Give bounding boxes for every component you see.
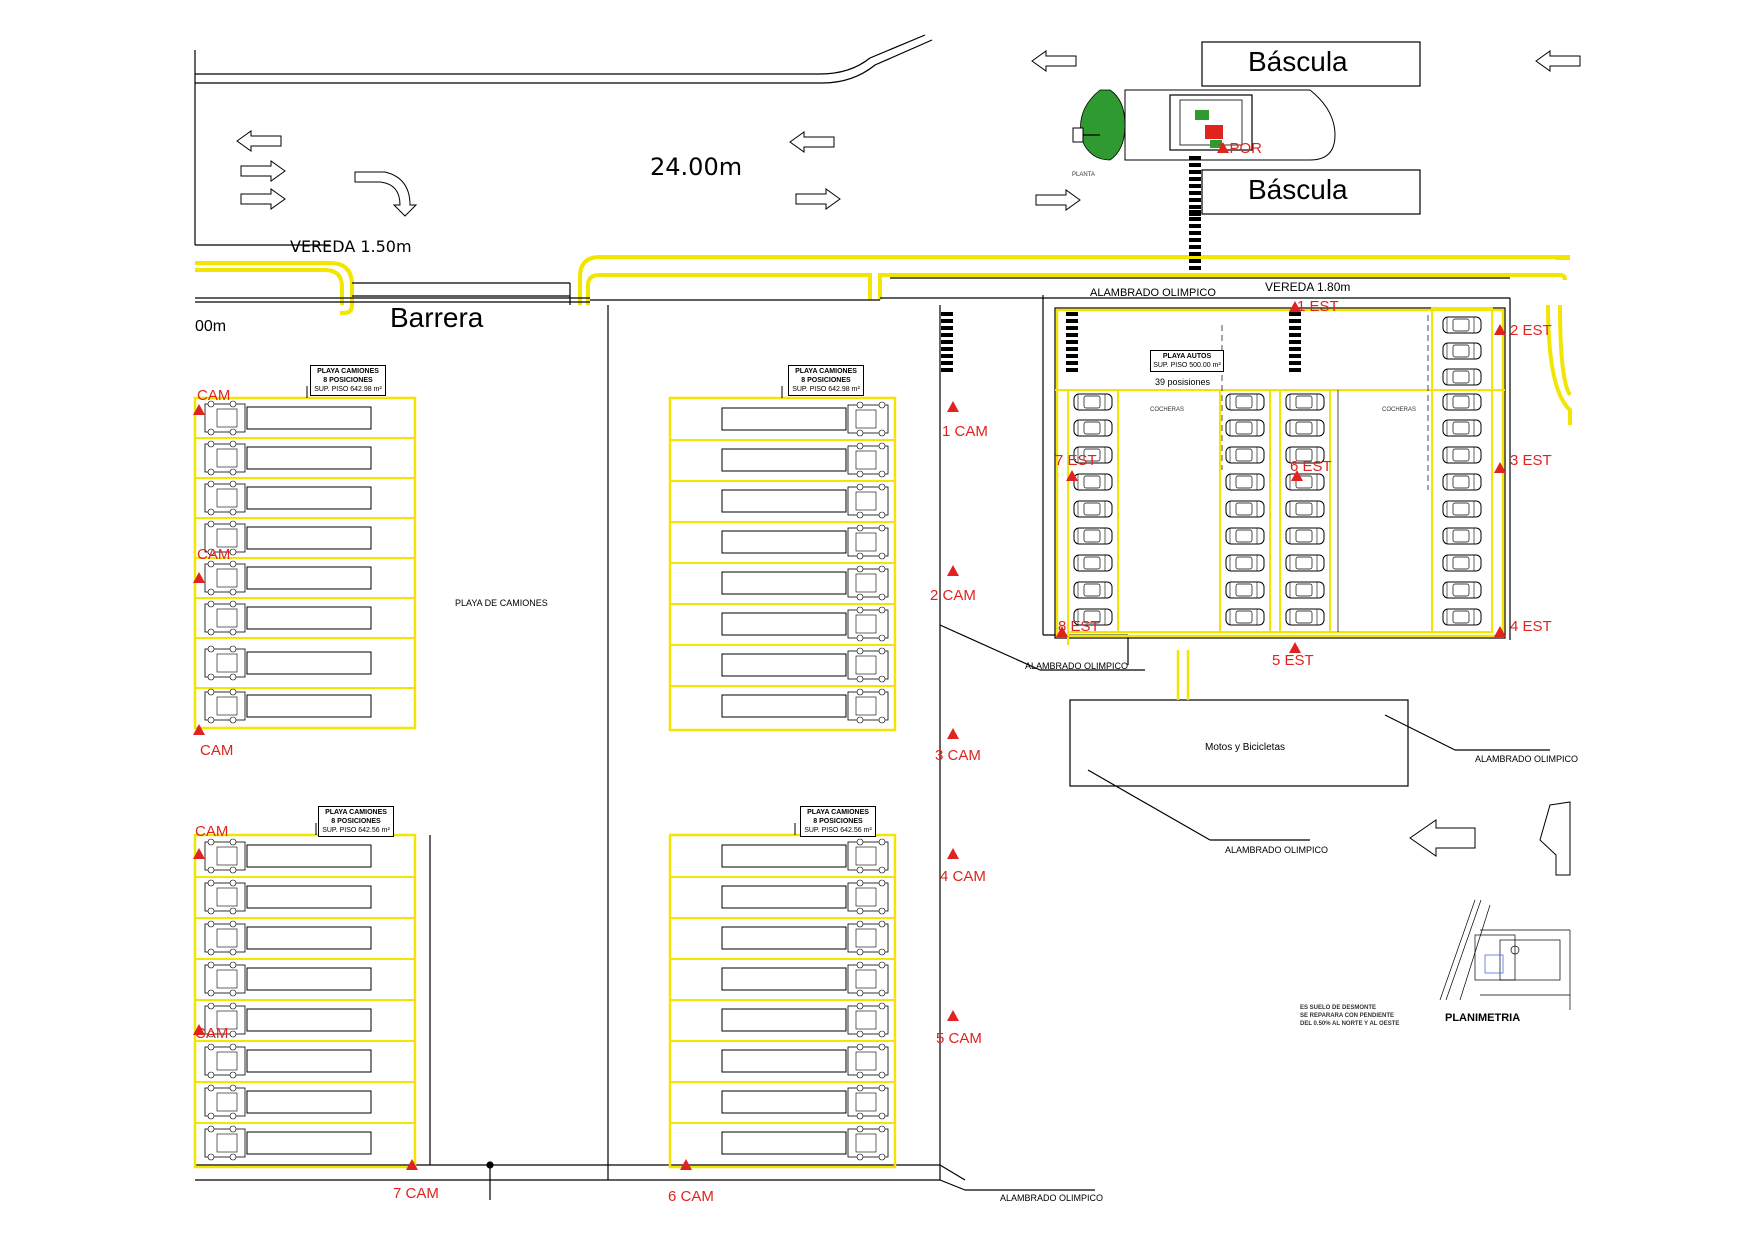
bascula-label-top: Báscula	[1248, 46, 1348, 77]
access-road	[194, 34, 933, 246]
motos-label: Motos y Bicicletas	[1205, 742, 1286, 753]
planta-label: PLANTA	[1072, 172, 1095, 178]
truck-zone-1-title: PLAYA CAMIONES	[317, 368, 379, 375]
motos-area	[1069, 650, 1409, 787]
marker-left-cam-1: CAM	[197, 387, 231, 404]
alambrado-right-label: ALAMBRADO OLIMPICO	[1475, 754, 1579, 764]
marker-left-cam-4: CAM	[195, 823, 229, 840]
marker-5-est: 5 EST	[1272, 652, 1314, 669]
truck-zone-2-area: SUP. PISO 642.98 m²	[792, 386, 860, 393]
truck-zone-2-positions: 8 POSICIONES	[801, 377, 851, 384]
bascula-label-bottom: Báscula	[1248, 174, 1348, 205]
marker-1-por: 1 POR	[1217, 140, 1263, 157]
truck-zone-2-label: PLAYA CAMIONES 8 POSICIONES SUP. PISO 64…	[788, 365, 864, 396]
vereda-left-label: VEREDA 1.50m	[290, 237, 412, 256]
car-parking	[1054, 307, 1506, 645]
soil-note-line2: SE REPARARA CON PENDIENTE	[1300, 1013, 1395, 1019]
barrera-label: Barrera	[390, 302, 484, 333]
truck-zone-1-area: SUP. PISO 642.98 m²	[314, 386, 382, 393]
fence-lines	[195, 277, 1550, 1200]
truck-zone-1-positions: 8 POSICIONES	[323, 377, 373, 384]
marker-left-cam-5: CAM	[195, 1025, 229, 1042]
truck-zone-3-area: SUP. PISO 642.56 m²	[322, 827, 390, 834]
marker-7-cam: 7 CAM	[393, 1185, 439, 1202]
marker-7-est: 7 EST	[1055, 452, 1097, 469]
marker-6-est: 6 EST	[1290, 458, 1332, 475]
truck-zone-3-label: PLAYA CAMIONES 8 POSICIONES SUP. PISO 64…	[318, 806, 394, 837]
marker-4-cam: 4 CAM	[940, 868, 986, 885]
truck-zone-3-positions: 8 POSICIONES	[331, 818, 381, 825]
truck-zone-3	[193, 823, 417, 1169]
vereda-curbs	[195, 255, 1572, 425]
truck-zone-4-area: SUP. PISO 642.56 m²	[804, 827, 872, 834]
car-parking-area: SUP. PISO 500.00 m²	[1153, 362, 1221, 369]
truck-zone-1-label: PLAYA CAMIONES 8 POSICIONES SUP. PISO 64…	[310, 365, 386, 396]
planimetria-inset	[1439, 899, 1571, 1010]
marker-left-cam-3: CAM	[200, 742, 234, 759]
road-width-label: 24.00m	[650, 153, 743, 181]
alambrado-mid-label: ALAMBRADO OLIMPICO	[1025, 661, 1129, 671]
truck-zone-4-title: PLAYA CAMIONES	[807, 809, 869, 816]
dim-left-label: 00m	[195, 318, 227, 335]
marker-8-est: 8 EST	[1058, 618, 1100, 635]
playa-camiones-label: PLAYA DE CAMIONES	[455, 598, 548, 608]
marker-1-cam: 1 CAM	[942, 423, 988, 440]
marker-2-est: 2 EST	[1510, 322, 1552, 339]
soil-note-line1: ES SUELO DE DESMONTE	[1300, 1005, 1377, 1011]
truck-zone-2-title: PLAYA CAMIONES	[795, 368, 857, 375]
vereda-right-label: VEREDA 1.80m	[1265, 280, 1351, 294]
marker-left-cam-2: CAM	[197, 546, 231, 563]
planimetria-label: PLANIMETRIA	[1445, 1012, 1521, 1024]
marker-6-cam: 6 CAM	[668, 1188, 714, 1205]
truck-zone-4-positions: 8 POSICIONES	[813, 818, 863, 825]
marker-1-est: 1 EST	[1297, 298, 1339, 315]
bascula-area	[1072, 41, 1421, 215]
marker-5-cam: 5 CAM	[936, 1030, 982, 1047]
soil-note-line3: DEL 0.50% AL NORTE Y AL OESTE	[1300, 1021, 1400, 1027]
alambrado-bottom-label: ALAMBRADO OLIMPICO	[1000, 1193, 1104, 1203]
truck-zone-3-title: PLAYA CAMIONES	[325, 809, 387, 816]
truck-zone-4	[668, 823, 897, 1169]
alambrado-lower-label: ALAMBRADO OLIMPICO	[1225, 845, 1329, 855]
car-parking-title: PLAYA AUTOS	[1162, 353, 1212, 360]
marker-3-est: 3 EST	[1510, 452, 1552, 469]
truck-zone-4-label: PLAYA CAMIONES 8 POSICIONES SUP. PISO 64…	[800, 806, 876, 837]
marker-2-cam: 2 CAM	[930, 587, 976, 604]
car-parking-label: PLAYA AUTOS SUP. PISO 500.00 m²	[1150, 350, 1224, 372]
truck-zone-1	[193, 386, 417, 730]
cocheras-label-2: COCHERAS	[1382, 407, 1417, 413]
marker-4-est: 4 EST	[1510, 618, 1552, 635]
marker-3-cam: 3 CAM	[935, 747, 981, 764]
truck-zone-2	[668, 386, 897, 732]
posiciones-label: 39 posisiones	[1155, 377, 1211, 387]
traffic-arrows	[236, 50, 1581, 876]
alambrado-top-label: ALAMBRADO OLIMPICO	[1090, 287, 1216, 299]
cocheras-label-1: COCHERAS	[1150, 407, 1185, 413]
